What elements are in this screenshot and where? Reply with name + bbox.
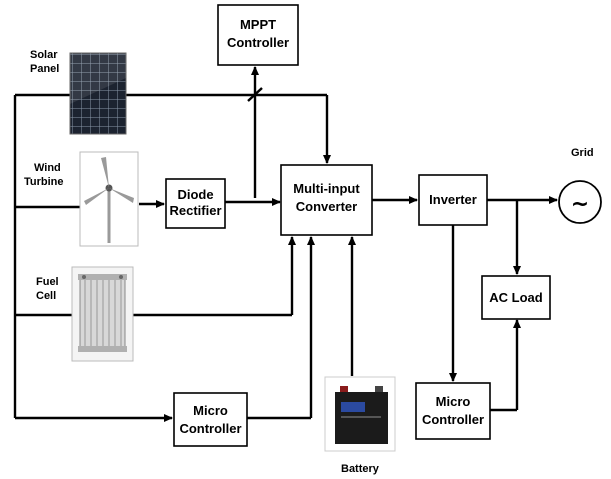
micro-controller-bottom-block: Micro Controller <box>173 392 248 447</box>
diode-rectifier-label-1: Diode <box>177 187 213 202</box>
solar-panel-label-1: Solar <box>30 49 58 61</box>
mppt-controller-block: MPPT Controller <box>217 4 299 66</box>
mppt-controller-label-1: MPPT <box>240 17 276 32</box>
ac-load-label: AC Load <box>489 290 543 305</box>
inverter-block: Inverter <box>418 174 488 226</box>
diode-rectifier-block: Diode Rectifier <box>165 178 226 229</box>
fuel-cell-label-1: Fuel <box>36 276 59 288</box>
ac-source-symbol: ~ <box>571 192 589 217</box>
micro-controller-bottom-label-1: Micro <box>193 403 228 418</box>
micro-controller-right-label-2: Controller <box>422 412 484 427</box>
ac-load-block: AC Load <box>481 275 551 320</box>
mppt-tap-slash <box>247 87 263 102</box>
battery-label: Battery <box>341 463 380 475</box>
micro-controller-right-block: Micro Controller <box>415 382 491 440</box>
wind-turbine-icon <box>79 151 139 247</box>
micro-controller-right-label-1: Micro <box>436 394 471 409</box>
micro-controller-bottom-label-2: Controller <box>179 421 241 436</box>
solar-panel-icon <box>69 52 127 135</box>
ac-source-icon: ~ <box>558 180 602 224</box>
mppt-controller-label-2: Controller <box>227 35 289 50</box>
diode-rectifier-label-2: Rectifier <box>169 203 221 218</box>
solar-panel-label-2: Panel <box>30 63 59 75</box>
fuel-cell-label-2: Cell <box>36 290 56 302</box>
connection-lines <box>13 66 558 422</box>
inverter-label: Inverter <box>429 192 477 207</box>
multi-input-converter-block: Multi-input Converter <box>280 164 373 236</box>
wind-turbine-label-2: Turbine <box>24 176 64 188</box>
wind-turbine-label-1: Wind <box>34 162 61 174</box>
battery-icon <box>324 376 396 452</box>
grid-label: Grid <box>571 147 594 159</box>
fuel-cell-icon <box>71 266 134 362</box>
multi-input-converter-label-2: Converter <box>296 199 357 214</box>
multi-input-converter-label-1: Multi-input <box>293 181 360 196</box>
